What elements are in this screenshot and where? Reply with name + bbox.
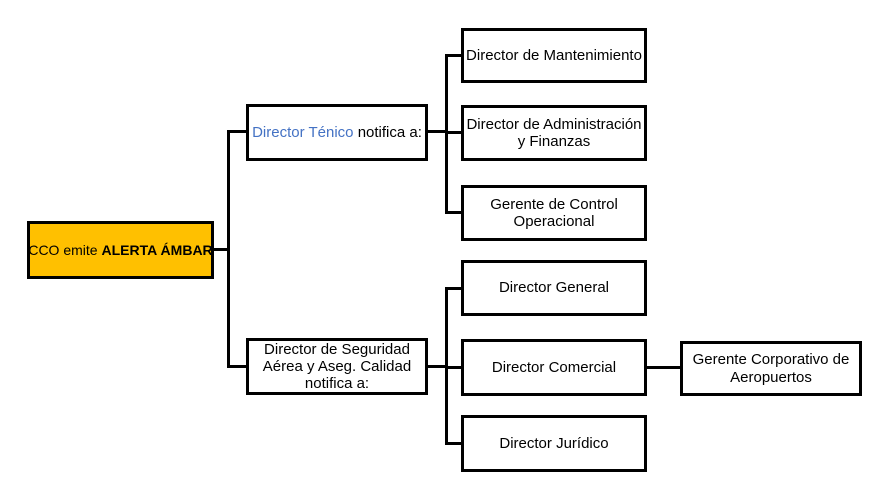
connector-bus-to-director-general: [448, 287, 461, 290]
director-mantenimiento-label: Director de Mantenimiento: [466, 46, 642, 64]
connector-bus-to-director-seguridad: [227, 365, 246, 368]
node-director-seguridad: Director de Seguridad Aérea y Aseg. Cali…: [246, 338, 428, 395]
director-comercial-label: Director Comercial: [491, 358, 617, 376]
director-seguridad-label: Director de Seguridad Aérea y Aseg. Cali…: [262, 340, 412, 393]
cco-alert-prefix: CCO emite: [28, 241, 102, 258]
node-gerente-corporativo-aeropuertos: Gerente Corporativo de Aeropuertos: [680, 341, 862, 396]
director-administracion-finanzas-label: Director de Administración y Finanzas: [466, 115, 642, 150]
node-director-mantenimiento: Director de Mantenimiento: [461, 28, 647, 83]
connector-bus-to-administracion: [448, 131, 461, 134]
node-director-comercial: Director Comercial: [461, 339, 647, 396]
connector-seguridad-to-bottom-bus: [428, 365, 446, 368]
connector-comercial-to-gerente-aeropuertos: [647, 366, 680, 369]
node-cco-alert: CCO emite ALERTA ÁMBAR: [27, 221, 214, 279]
connector-bus-to-control-operacional: [448, 211, 461, 214]
gerente-corporativo-aeropuertos-label: Gerente Corporativo de Aeropuertos: [692, 351, 850, 386]
connector-left-bus: [227, 130, 230, 368]
director-juridico-label: Director Jurídico: [499, 434, 609, 452]
director-general-label: Director General: [498, 279, 610, 297]
node-director-juridico: Director Jurídico: [461, 415, 647, 472]
connector-tecnico-to-top-bus: [428, 130, 446, 133]
connector-bus-to-director-comercial: [448, 366, 461, 369]
node-gerente-control-operacional: Gerente de Control Operacional: [461, 185, 647, 241]
connector-root-to-left-bus: [213, 248, 227, 251]
node-director-general: Director General: [461, 260, 647, 316]
connector-top-bus: [445, 54, 448, 214]
node-director-administracion-finanzas: Director de Administración y Finanzas: [461, 105, 647, 161]
cco-alert-amber-label: ALERTA ÁMBAR: [101, 241, 213, 258]
cco-alert-text: CCO emite ALERTA ÁMBAR: [28, 242, 212, 258]
director-tecnico-highlight: Director Ténico: [252, 123, 354, 141]
connector-bottom-bus: [445, 287, 448, 445]
director-tecnico-text: Director Ténico notifica a:: [252, 124, 422, 141]
gerente-control-operacional-label: Gerente de Control Operacional: [490, 195, 618, 230]
node-director-tecnico: Director Ténico notifica a:: [246, 104, 428, 161]
connector-bus-to-director-juridico: [448, 442, 461, 445]
connector-bus-to-director-tecnico: [227, 130, 246, 133]
connector-bus-to-mantenimiento: [448, 54, 461, 57]
director-tecnico-suffix: notifica a:: [353, 123, 422, 141]
